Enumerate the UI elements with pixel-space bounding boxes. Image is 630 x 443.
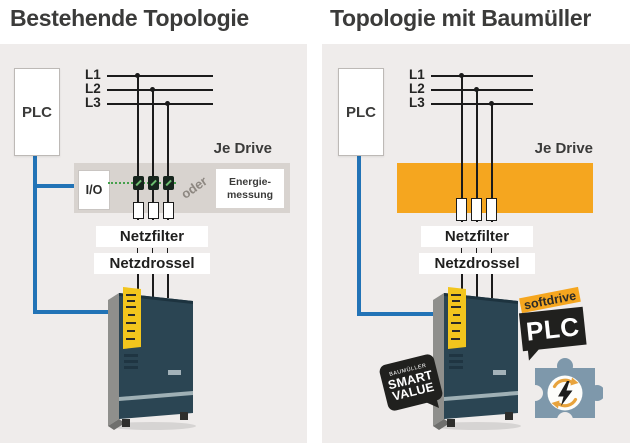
right-phase-line-l2 [431,89,533,91]
fuse-icon [163,202,174,219]
right-plc-box: PLC [338,68,384,156]
dashed-link [491,248,492,253]
drive-converter-illustration [433,287,521,430]
drive-converter-illustration [108,287,196,430]
right-drop-line-3 [491,103,493,222]
left-phase-line-l3 [107,103,213,105]
left-io-label: I/O [85,183,103,197]
left-je-drive-label: Je Drive [213,140,272,157]
right-netzdrossel-box: Netzdrossel [419,253,535,274]
right-phase-line-l1 [431,75,533,77]
right-phase-line-l3 [431,103,533,105]
right-drop-line-2 [476,89,478,222]
left-plc-bus-vertical [33,154,37,314]
left-drop-line-1 [137,75,139,220]
left-phase-label-l1: L1 [85,67,101,82]
left-drive-feed-line-2 [152,274,154,298]
left-netzdrossel-box: Netzdrossel [94,253,210,274]
right-netzfilter-label: Netzfilter [444,228,510,245]
current-sensor-icon [133,176,144,190]
current-sensor-icon [148,176,159,190]
dashed-link [461,248,462,253]
sensor-arrow-mark [165,179,172,187]
fuse-icon [133,202,144,219]
left-drop-line-2 [152,89,154,220]
right-netzfilter-box: Netzfilter [421,226,533,247]
sensor-arrow-mark [150,179,157,187]
left-netzfilter-label: Netzfilter [119,228,185,245]
right-plc-bus-vertical [357,154,361,316]
right-drop-line-1 [461,75,463,222]
right-panel-title: Topologie mit Baumüller [330,5,592,31]
left-phase-label-l2: L2 [85,81,101,96]
left-drive-feed-line-1 [137,274,139,298]
softdrive-plc-bubble: PLC [518,306,587,361]
left-phase-line-l1 [107,75,213,77]
dashed-link [167,248,168,253]
left-plc-bus-to-io [35,184,78,188]
left-netzdrossel-label: Netzdrossel [109,255,195,272]
left-plc-box: PLC [14,68,60,156]
fuse-icon [148,202,159,219]
left-plc-bus-to-drive [33,310,118,314]
left-plc-label: PLC [22,103,52,121]
right-phase-label-l2: L2 [409,81,425,96]
left-panel-title: Bestehende Topologie [10,5,249,31]
current-sensor-icon [163,176,174,190]
fuse-icon [456,198,467,221]
left-phase-line-l2 [107,89,213,91]
right-je-drive-label: Je Drive [534,140,593,157]
right-drive-feed-line-3 [491,274,493,298]
right-plc-bus-to-drive [357,312,442,316]
sensor-arrow-mark [135,179,142,187]
dashed-link [137,248,138,253]
left-netzfilter-box: Netzfilter [96,226,208,247]
softdrive-plc-badge: softdrive PLC [517,286,587,361]
left-drive-feed-line-3 [167,274,169,298]
right-phase-label-l3: L3 [409,95,425,110]
left-io-box: I/O [78,170,110,210]
left-energy-label-line2: messung [226,188,274,201]
dashed-link [152,248,153,253]
dashed-link [476,248,477,253]
fuse-icon [486,198,497,221]
right-drive-feed-line-2 [476,274,478,298]
softdrive-plc-label: PLC [524,310,581,347]
left-drop-line-3 [167,103,169,220]
left-energy-measurement-box: Energie- messung [216,169,284,208]
fuse-icon [471,198,482,221]
right-netzdrossel-label: Netzdrossel [434,255,520,272]
left-energy-label-line1: Energie- [228,175,271,188]
right-phase-label-l1: L1 [409,67,425,82]
energy-puzzle-piece-icon [527,358,603,426]
right-plc-label: PLC [346,103,376,121]
left-phase-label-l3: L3 [85,95,101,110]
right-drive-feed-line-1 [461,274,463,298]
